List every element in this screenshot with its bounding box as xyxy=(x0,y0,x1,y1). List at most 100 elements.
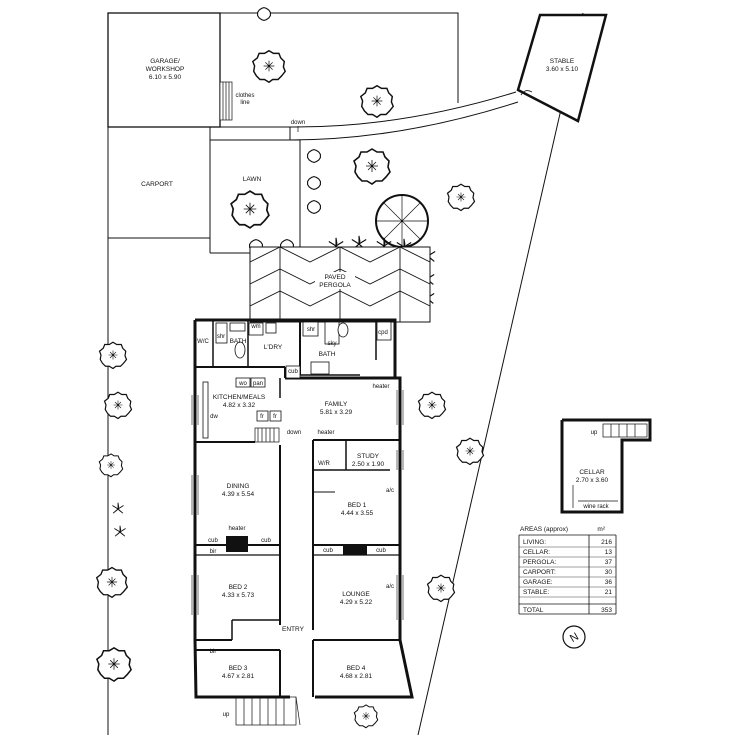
windows xyxy=(191,390,404,620)
tree-icon xyxy=(360,84,394,118)
clothes-line-label-1: clothes xyxy=(235,93,254,99)
tree-icon xyxy=(417,391,447,420)
carport-label: CARPORT xyxy=(141,181,173,188)
bed4-label: BED 4 xyxy=(347,665,366,672)
north-arrow: N xyxy=(562,625,586,649)
house-walls xyxy=(193,318,414,699)
bed3-dims: 4.67 x 2.81 xyxy=(222,673,255,680)
area-row-value: 30 xyxy=(605,569,613,576)
bed2-label: BED 2 xyxy=(229,584,248,591)
bed1-dims: 4.44 x 3.55 xyxy=(341,510,374,517)
study-label: STUDY xyxy=(357,453,380,460)
bed2-dims: 4.33 x 5.73 xyxy=(222,592,255,599)
area-row-label: LIVING: xyxy=(523,539,546,546)
heater-label-hall: heater xyxy=(317,430,334,436)
cub-label-lounge-2: cub xyxy=(376,548,386,554)
shr-label: shr xyxy=(217,334,225,340)
dw-label: dw xyxy=(210,414,218,420)
garage-dims: 6.10 x 5.90 xyxy=(149,74,182,81)
area-rows: LIVING:216CELLAR:13PERGOLA:37CARPORT:30G… xyxy=(519,539,616,598)
pergola-label-1: PAVED xyxy=(324,274,345,281)
wc-label: W/C xyxy=(197,339,209,345)
up-label: up xyxy=(223,712,230,718)
area-row-label: STABLE: xyxy=(523,589,549,596)
area-row-value: 21 xyxy=(605,589,613,596)
pan-label: pan xyxy=(253,381,263,387)
fr-label-1: fr xyxy=(260,414,264,420)
cub-label: cub xyxy=(288,369,298,375)
cellar-stairs xyxy=(572,423,648,508)
study-dims: 2.50 x 1.90 xyxy=(352,461,385,468)
garage: GARAGE/ WORKSHOP 6.10 x 5.90 clothes lin… xyxy=(107,12,255,128)
sky-label: sky xyxy=(328,341,337,347)
dining-label: DINING xyxy=(227,483,250,490)
areas-total-value: 353 xyxy=(601,607,612,614)
kitchen-dims: 4.82 x 3.32 xyxy=(223,402,256,409)
room-labels: W/C BATH shr wm L'DRY shr sky BATH cpd c… xyxy=(197,324,394,718)
tree-icon xyxy=(353,148,391,185)
heater-label-dining: heater xyxy=(228,526,245,532)
clothes-line-label-2: line xyxy=(240,100,250,106)
pergola-label-2: PERGOLA xyxy=(319,282,351,289)
shrub-icon xyxy=(307,200,321,214)
kitchen-label: KITCHEN/MEALS xyxy=(213,394,266,401)
lawn-label: LAWN xyxy=(243,176,262,183)
ac-label-1: a/c xyxy=(386,488,394,494)
area-row-label: CELLAR: xyxy=(523,549,550,556)
street-trees xyxy=(96,341,133,682)
laundry-label: L'DRY xyxy=(264,344,283,351)
cellar: up CELLAR 2.70 x 3.60 wine rack xyxy=(560,418,652,514)
tree-icon xyxy=(98,341,128,370)
wir-label: W/R xyxy=(318,461,330,467)
area-row-label: CARPORT: xyxy=(523,569,556,576)
area-row-value: 13 xyxy=(605,549,613,556)
tree-icon xyxy=(96,647,132,682)
tree-icon xyxy=(98,453,124,478)
cellar-dims: 2.70 x 3.60 xyxy=(576,477,609,484)
stable-dims: 3.60 x 5.10 xyxy=(546,66,579,73)
cpd-label: cpd xyxy=(378,330,388,336)
garage-label-1: GARAGE/ xyxy=(150,58,180,65)
areas-unit: m² xyxy=(597,526,605,533)
tree-icon xyxy=(96,566,128,598)
areas-total-label: TOTAL xyxy=(523,607,544,614)
shrub-icon xyxy=(307,176,321,190)
cub-label-dining-2: cub xyxy=(261,538,271,544)
palm-icon xyxy=(111,502,125,514)
area-row-value: 37 xyxy=(605,559,613,566)
garage-label-2: WORKSHOP xyxy=(146,66,185,73)
tree-icon xyxy=(103,391,133,420)
wo-label: wo xyxy=(238,381,247,387)
family-label: FAMILY xyxy=(325,401,348,408)
stairs xyxy=(235,427,301,726)
wine-rack-label: wine rack xyxy=(582,504,609,510)
cub-label-lounge-1: cub xyxy=(323,548,333,554)
fr-label-2: fr xyxy=(273,414,277,420)
bed4-dims: 4.68 x 2.81 xyxy=(340,673,373,680)
dining-dims: 4.39 x 5.54 xyxy=(222,491,255,498)
area-row-label: PERGOLA: xyxy=(523,559,556,566)
ac-label-2: a/c xyxy=(386,584,394,590)
shrub-icon xyxy=(307,149,321,163)
heater-label-family: heater xyxy=(372,384,389,390)
tree-icon xyxy=(426,574,456,603)
bir-label-bed2: bir xyxy=(210,549,217,555)
wm-label: wm xyxy=(250,324,260,330)
fireplace xyxy=(343,546,367,555)
stable-label: STABLE xyxy=(550,58,575,65)
entry-label: ENTRY xyxy=(282,626,305,633)
cellar-up-label: up xyxy=(591,430,598,436)
cellar-outline xyxy=(560,418,652,514)
tree-icon xyxy=(455,437,485,466)
tree-icon xyxy=(252,49,286,83)
clothes-line-steps xyxy=(219,81,233,121)
bed1-label: BED 1 xyxy=(348,502,367,509)
area-row-value: 36 xyxy=(605,579,613,586)
bir-label-bed3: bir xyxy=(210,649,217,655)
tree-icon xyxy=(353,704,379,729)
garage-outline xyxy=(107,12,221,128)
areas-title: AREAS (approx) xyxy=(520,526,568,533)
down-label-garden: down xyxy=(291,120,305,126)
area-row-value: 216 xyxy=(601,539,612,546)
